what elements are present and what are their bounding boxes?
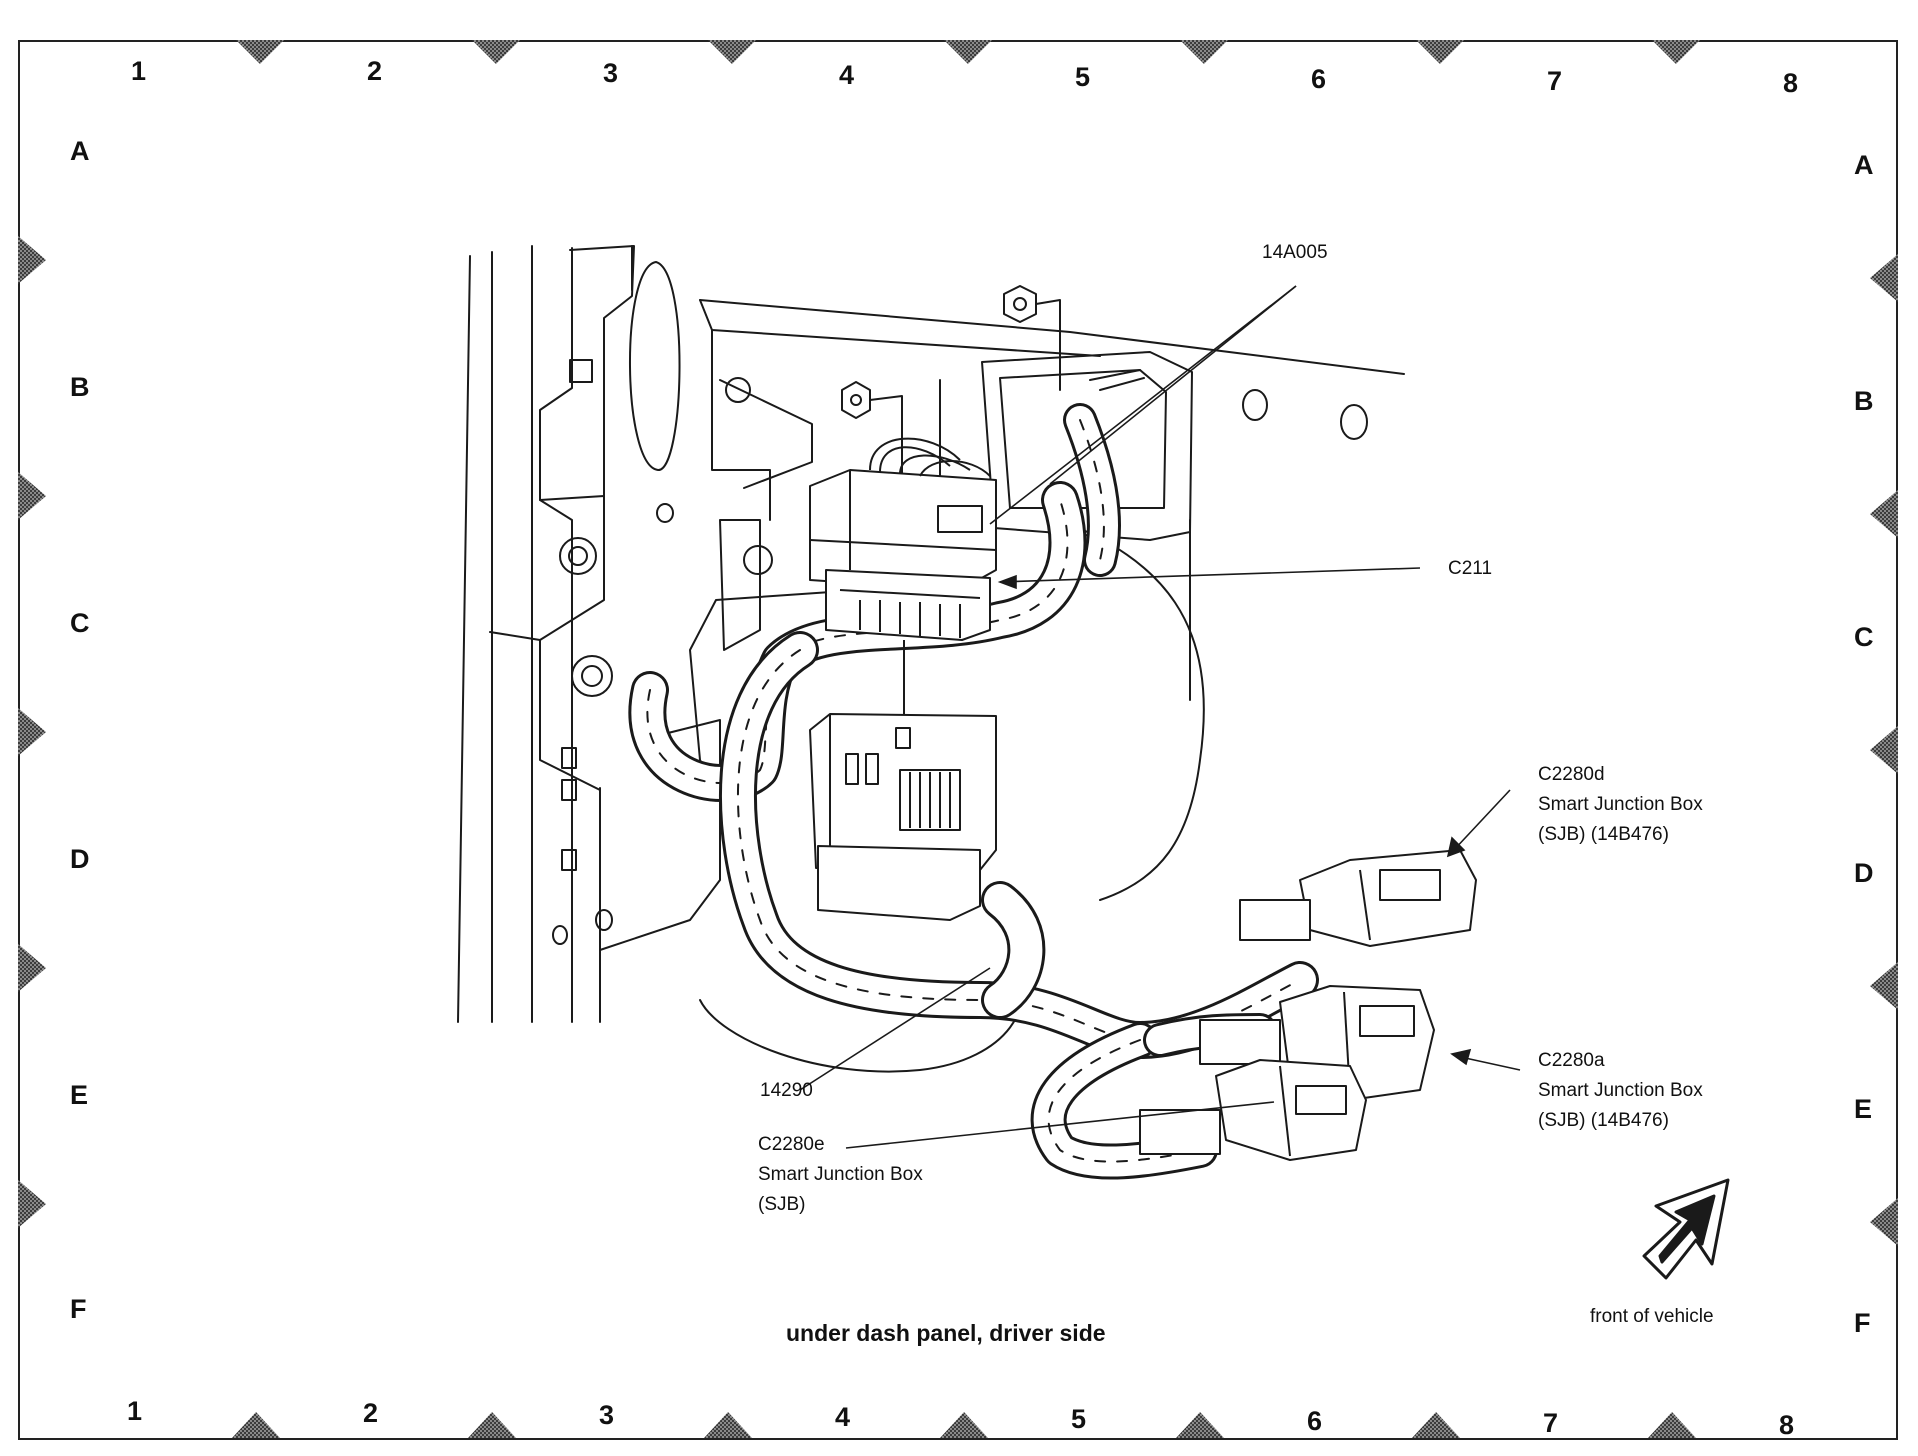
- arrowhead: [1450, 1048, 1472, 1066]
- grid-row-label: D: [70, 844, 90, 874]
- grid-marker: [468, 1412, 516, 1438]
- callout-c2280a: C2280a Smart Junction Box (SJB) (14B476): [1538, 1046, 1703, 1136]
- grid-marker: [1870, 254, 1898, 302]
- diagram-caption: under dash panel, driver side: [786, 1320, 1106, 1346]
- grid-markers: [18, 40, 1898, 1438]
- grid-row-label: D: [1854, 858, 1874, 888]
- grid-marker: [708, 40, 756, 64]
- grid-column-label: 4: [835, 1402, 851, 1432]
- callout-c2280a-id: C2280a: [1538, 1050, 1605, 1071]
- grid-marker: [1648, 1412, 1696, 1438]
- grid-row-label: E: [1854, 1094, 1873, 1124]
- leader-c2280e: [845, 1101, 1275, 1149]
- grid-column-label: 5: [1071, 1404, 1087, 1434]
- grid-row-label: C: [1854, 622, 1874, 652]
- dash-panel-structure: [457, 245, 1405, 1073]
- leader-14290: [799, 967, 991, 1091]
- grid-marker: [18, 472, 46, 520]
- leader-14a005: [989, 285, 1297, 525]
- grid-column-label: 3: [603, 58, 619, 88]
- leader-c211: [999, 567, 1421, 583]
- grid-marker: [1870, 1198, 1898, 1246]
- grid-column-label: 4: [839, 60, 855, 90]
- callout-c2280d: C2280d Smart Junction Box (SJB) (14B476): [1538, 760, 1703, 850]
- grid-marker: [18, 708, 46, 756]
- grid-marker: [1180, 40, 1228, 64]
- grid-row-label: E: [70, 1080, 89, 1110]
- grid-marker: [1870, 726, 1898, 774]
- grid-marker: [704, 1412, 752, 1438]
- grid-marker: [232, 1412, 280, 1438]
- grid-column-label: 7: [1547, 66, 1563, 96]
- grid-marker: [1412, 1412, 1460, 1438]
- callout-c2280d-line2: (SJB) (14B476): [1538, 824, 1669, 845]
- grid-row-label: B: [1854, 386, 1874, 416]
- callout-c2280e-line1: Smart Junction Box: [758, 1164, 923, 1185]
- connector-c2280e: [1139, 1059, 1367, 1161]
- grid-column-label: 2: [363, 1398, 379, 1428]
- grid-row-label: A: [70, 136, 90, 166]
- grid-column-label: 8: [1779, 1410, 1795, 1440]
- grid-column-label: 3: [599, 1400, 615, 1430]
- module-block: [809, 713, 997, 921]
- callout-c2280a-line2: (SJB) (14B476): [1538, 1110, 1669, 1131]
- grid-marker: [18, 944, 46, 992]
- grid-marker: [1416, 40, 1464, 64]
- callout-14290: 14290: [760, 1080, 813, 1101]
- grid-marker: [940, 1412, 988, 1438]
- grid-marker: [18, 1180, 46, 1228]
- callout-c2280e-line2: (SJB): [758, 1194, 806, 1215]
- grid-column-label: 6: [1307, 1406, 1323, 1436]
- grid-marker: [1870, 962, 1898, 1010]
- grid-marker: [1176, 1412, 1224, 1438]
- callout-14a005: 14A005: [1262, 242, 1328, 263]
- grid-column-label: 1: [127, 1396, 143, 1426]
- grid-column-label: 7: [1543, 1408, 1559, 1438]
- front-of-vehicle-arrow-icon: [1642, 1178, 1730, 1280]
- callout-c211: C211: [1448, 558, 1493, 579]
- grid-row-label: F: [70, 1294, 87, 1324]
- leader-c2280d: [1451, 789, 1511, 853]
- grid-marker: [1652, 40, 1700, 64]
- callout-c2280d-line1: Smart Junction Box: [1538, 794, 1703, 815]
- grid-column-label: 2: [367, 56, 383, 86]
- leader-lines: [799, 285, 1521, 1149]
- callout-c2280a-line1: Smart Junction Box: [1538, 1080, 1703, 1101]
- arrowhead: [997, 574, 1017, 590]
- grid-marker: [472, 40, 520, 64]
- front-of-vehicle-label: front of vehicle: [1590, 1306, 1714, 1327]
- grid-marker: [944, 40, 992, 64]
- callout-c2280e: C2280e Smart Junction Box (SJB): [758, 1130, 923, 1220]
- grid-column-label: 5: [1075, 62, 1091, 92]
- arrowhead: [1446, 836, 1466, 858]
- grid-row-label: C: [70, 608, 90, 638]
- grid-marker: [1870, 490, 1898, 538]
- grid-column-label: 8: [1783, 68, 1799, 98]
- grid-marker: [236, 40, 284, 64]
- grid-column-label: 1: [131, 56, 147, 86]
- grid-row-label: F: [1854, 1308, 1871, 1338]
- callout-c2280d-id: C2280d: [1538, 764, 1605, 785]
- grid-column-label: 6: [1311, 64, 1327, 94]
- leader-14a005: [1049, 285, 1297, 485]
- grid-marker: [18, 236, 46, 284]
- connector-c211: [809, 437, 997, 740]
- connector-c2280d: [1239, 849, 1477, 947]
- callout-c2280e-id: C2280e: [758, 1134, 825, 1155]
- grid-row-label: B: [70, 372, 90, 402]
- grid-row-label: A: [1854, 150, 1874, 180]
